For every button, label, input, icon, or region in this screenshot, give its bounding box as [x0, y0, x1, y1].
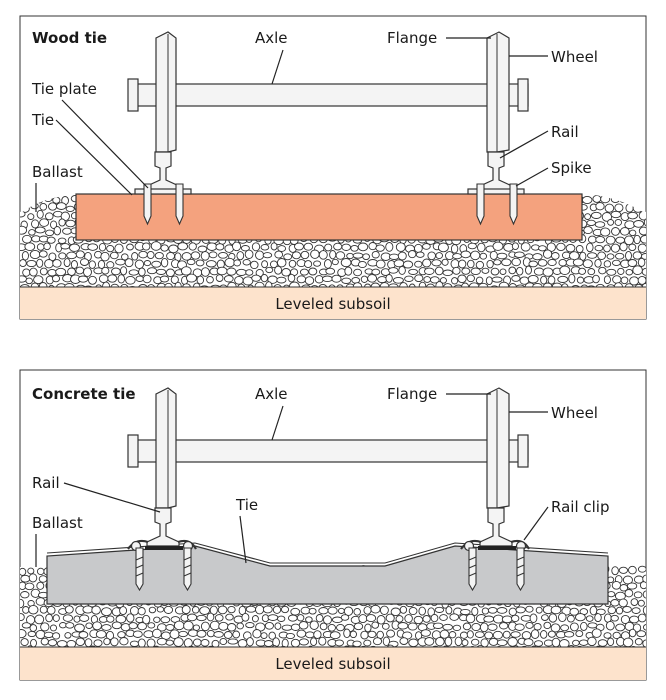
wheel-right	[486, 31, 510, 153]
wheel-left	[155, 31, 177, 153]
wood-tie	[75, 193, 583, 241]
axle-label: Axle	[255, 385, 288, 403]
rail-pad-left	[145, 546, 183, 550]
ballast-label: Ballast	[32, 514, 83, 532]
wheel-right	[486, 387, 510, 509]
subsoil-layer	[20, 287, 646, 319]
axle-end-left	[127, 434, 139, 468]
tie-label: Tie	[31, 111, 54, 129]
tie-plate-left	[134, 188, 192, 195]
wheel-label: Wheel	[551, 404, 598, 422]
axle	[135, 83, 529, 107]
flange-label: Flange	[387, 29, 437, 47]
spike-label: Spike	[551, 159, 592, 177]
tie-plate-label: Tie plate	[31, 80, 97, 98]
rail-clip-label: Rail clip	[551, 498, 610, 516]
panel-title: Wood tie	[32, 29, 107, 47]
panel-title: Concrete tie	[32, 385, 136, 403]
axle-end-left	[127, 78, 139, 112]
anchor-bolts-left	[135, 547, 192, 592]
subsoil-label: Leveled subsoil	[275, 295, 390, 313]
anchor-bolts-right	[468, 547, 525, 592]
wheel-label: Wheel	[551, 48, 598, 66]
wheel-left	[155, 387, 177, 509]
subsoil-layer	[20, 647, 646, 680]
panel-wood-tie: Leveled subsoil	[19, 15, 647, 320]
rail-label: Rail	[32, 474, 60, 492]
flange-label: Flange	[387, 385, 437, 403]
spikes-right	[476, 183, 518, 226]
panel-concrete-tie: Leveled subsoil	[19, 369, 647, 681]
rail-pad-right	[478, 546, 516, 550]
ballast-label: Ballast	[32, 163, 83, 181]
subsoil-label: Leveled subsoil	[275, 655, 390, 673]
axle-label: Axle	[255, 29, 288, 47]
axle-end-right	[517, 434, 529, 468]
rail-label: Rail	[551, 123, 579, 141]
tie-label: Tie	[235, 496, 258, 514]
axle	[135, 439, 529, 463]
axle-end-right	[517, 78, 529, 112]
spikes-left	[143, 183, 184, 226]
tie-plate-right	[467, 188, 525, 195]
